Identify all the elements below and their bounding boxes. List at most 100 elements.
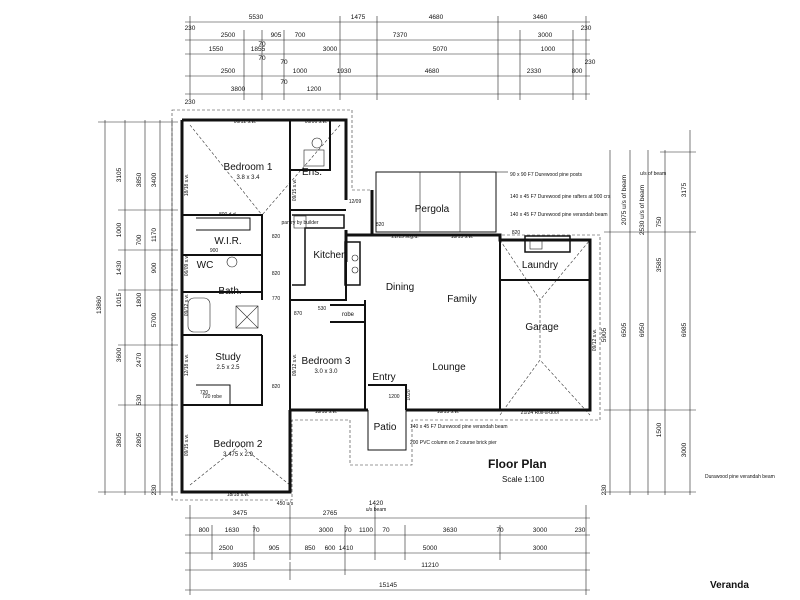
bottom-dim-r3-5: 5000 xyxy=(423,545,438,552)
door-codes: 820 820 770 720 820 820 1020 820 870 xyxy=(200,222,521,401)
room-labels: Bedroom 1 3.8 x 3.4 Ens. W.I.R. WC Bath.… xyxy=(197,162,559,458)
top-dim-r5-0: 3800 xyxy=(231,86,246,93)
right-dim-4: 3585 xyxy=(656,257,663,272)
door-code-6: 1020 xyxy=(406,389,412,400)
right-dim-11: 230 xyxy=(601,484,608,495)
room-bedroom3-label: Bedroom 3 xyxy=(302,356,351,367)
bottom-dim-beam-2: 450 u/s xyxy=(277,501,294,507)
room-family-label: Family xyxy=(447,294,476,305)
room-patio-label: Patio xyxy=(374,422,397,433)
shower-icon xyxy=(235,305,259,329)
left-dim-14: 700 xyxy=(136,234,143,245)
toilet-icon xyxy=(226,256,238,268)
left-dim-12: 3850 xyxy=(136,172,143,187)
note-patio-beam: 140 x 45 F7 Durewood pine verandah beam xyxy=(410,424,508,430)
bottom-dim-r2-0: 800 xyxy=(199,527,210,534)
right-dim-2: 2530 u/s of beam xyxy=(639,185,646,235)
note-roller-door: 21/24 Roll-a-door xyxy=(521,410,560,416)
window-code-9: 06/09 s.w. xyxy=(184,254,190,277)
top-dim-r3-4: 1000 xyxy=(541,46,556,53)
room-lounge-label: Lounge xyxy=(432,362,466,373)
left-dim-13: 1170 xyxy=(151,228,158,242)
room-study-label: Study xyxy=(215,352,241,363)
bottom-dim-r2-4: 70 xyxy=(344,527,352,534)
top-dim-r4-2: 1930 xyxy=(337,68,352,75)
top-dim-r3-3: 5070 xyxy=(433,46,448,53)
left-dim-17: 230 xyxy=(151,484,158,495)
room-kitchen-label: Kitchen xyxy=(313,250,346,261)
top-dim-r1-1: 1475 xyxy=(351,14,366,21)
toilet-icon xyxy=(311,137,323,149)
left-dimensions: 3105 1000 1430 1015 1800 3600 2470 3805 … xyxy=(96,120,178,495)
door-code-0: 820 xyxy=(272,234,281,240)
right-dim-8: 6985 xyxy=(681,322,688,337)
note-pine-rafters: 140 x 45 F7 Durewood pine rafters at 900… xyxy=(510,194,611,200)
fixture-codes: 800 d.d. 530 900 720 robe 1200 xyxy=(202,212,400,400)
room-bedroom1-label: Bedroom 1 xyxy=(224,162,273,173)
plan-scale: Scale 1:100 xyxy=(502,475,545,484)
fixture-code-1: 530 xyxy=(318,306,327,312)
right-dim-10: 3000 xyxy=(681,442,688,457)
fixtures xyxy=(187,137,543,333)
bottom-dim-r2-6: 70 xyxy=(382,527,390,534)
room-dining-label: Dining xyxy=(386,282,414,293)
window-code-7: 18/15 s.w. xyxy=(437,409,460,415)
bottom-dim-r5-0: 15145 xyxy=(379,582,397,589)
top-dim-small-5: 230 xyxy=(581,25,592,32)
window-code-11: 12/18 s.w. xyxy=(184,354,190,377)
window-code-6: 18/18 s.w. xyxy=(315,409,338,415)
bottom-dim-r2-8: 70 xyxy=(496,527,504,534)
room-pergola-label: Pergola xyxy=(415,204,450,215)
window-code-4: 21/15 sl.g.d. xyxy=(391,234,418,240)
veranda-label: Veranda xyxy=(710,580,749,591)
right-dim-0: 3175 xyxy=(681,182,688,197)
roof-outline xyxy=(171,109,601,501)
right-dim-3: 750 xyxy=(656,216,663,227)
left-dim-4: 1800 xyxy=(136,292,143,307)
room-bedroom2-label: Bedroom 2 xyxy=(214,439,263,450)
top-dim-r4-4: 2330 xyxy=(527,68,542,75)
window-code-14: 09/12 s.w. xyxy=(292,354,298,377)
bottom-dim-r2-9: 3000 xyxy=(533,527,548,534)
bathtub-icon xyxy=(187,297,211,333)
right-dim-7: 6950 xyxy=(639,322,646,337)
top-dim-r2-4: 3000 xyxy=(538,32,553,39)
room-ensuite-label: Ens. xyxy=(302,167,322,178)
bottom-dim-r3-4: 1410 xyxy=(339,545,354,552)
top-dim-r2-0: 2500 xyxy=(221,32,236,39)
bottom-dim-r3-6: 3000 xyxy=(533,545,548,552)
window-code-1: 06/06 s.w. xyxy=(305,119,328,125)
top-dim-r1-2: 4680 xyxy=(429,14,444,21)
room-bedroom1-size: 3.8 x 3.4 xyxy=(236,175,260,181)
window-code-12: 09/15 s.w. xyxy=(184,434,190,457)
right-dim-5: 5905 xyxy=(601,327,608,342)
door-code-8: 870 xyxy=(294,311,303,317)
window-code-5: 18/15 s.w. xyxy=(451,234,474,240)
top-dim-r3-1: 1855 xyxy=(251,46,266,53)
window-code-0: 06/12 s.w. xyxy=(234,119,257,125)
room-bath-label: Bath. xyxy=(218,286,241,297)
room-pantry-label: pantry by builder xyxy=(282,220,319,226)
laundry-tub-icon xyxy=(529,238,543,250)
bottom-dimensions: 3475 2765 800 1630 70 3000 70 1100 70 36… xyxy=(185,500,590,595)
top-dim-r3-0: 1550 xyxy=(209,46,224,53)
left-dim-8: 2805 xyxy=(136,432,143,447)
pantry-icon xyxy=(293,215,307,229)
door-code-1: 820 xyxy=(272,271,281,277)
window-code-3: 12/09 xyxy=(349,199,362,205)
room-entry-label: Entry xyxy=(372,372,395,383)
note-right: Durawood pine verandah beam xyxy=(705,474,775,480)
note-uv-beam: u/s of beam xyxy=(640,171,666,177)
left-dim-9: 13860 xyxy=(96,296,103,314)
window-code-15: 09/15 s.w. xyxy=(292,179,298,202)
structural-notes: 90 x 90 F7 Durewood pine posts 140 x 45 … xyxy=(410,171,775,480)
fixture-code-0: 800 d.d. xyxy=(219,212,237,218)
left-dim-15: 900 xyxy=(151,262,158,273)
left-dim-2: 1430 xyxy=(116,260,123,275)
top-dim-r1-3: 3460 xyxy=(533,14,548,21)
top-dim-r4-3: 4680 xyxy=(425,68,440,75)
top-dim-r2-2: 700 xyxy=(295,32,306,39)
top-dim-r2-1: 905 xyxy=(271,32,282,39)
left-dim-1: 1000 xyxy=(116,222,123,237)
note-verandah-beam: 140 x 45 F7 Durewood pine verandah beam xyxy=(510,212,608,218)
